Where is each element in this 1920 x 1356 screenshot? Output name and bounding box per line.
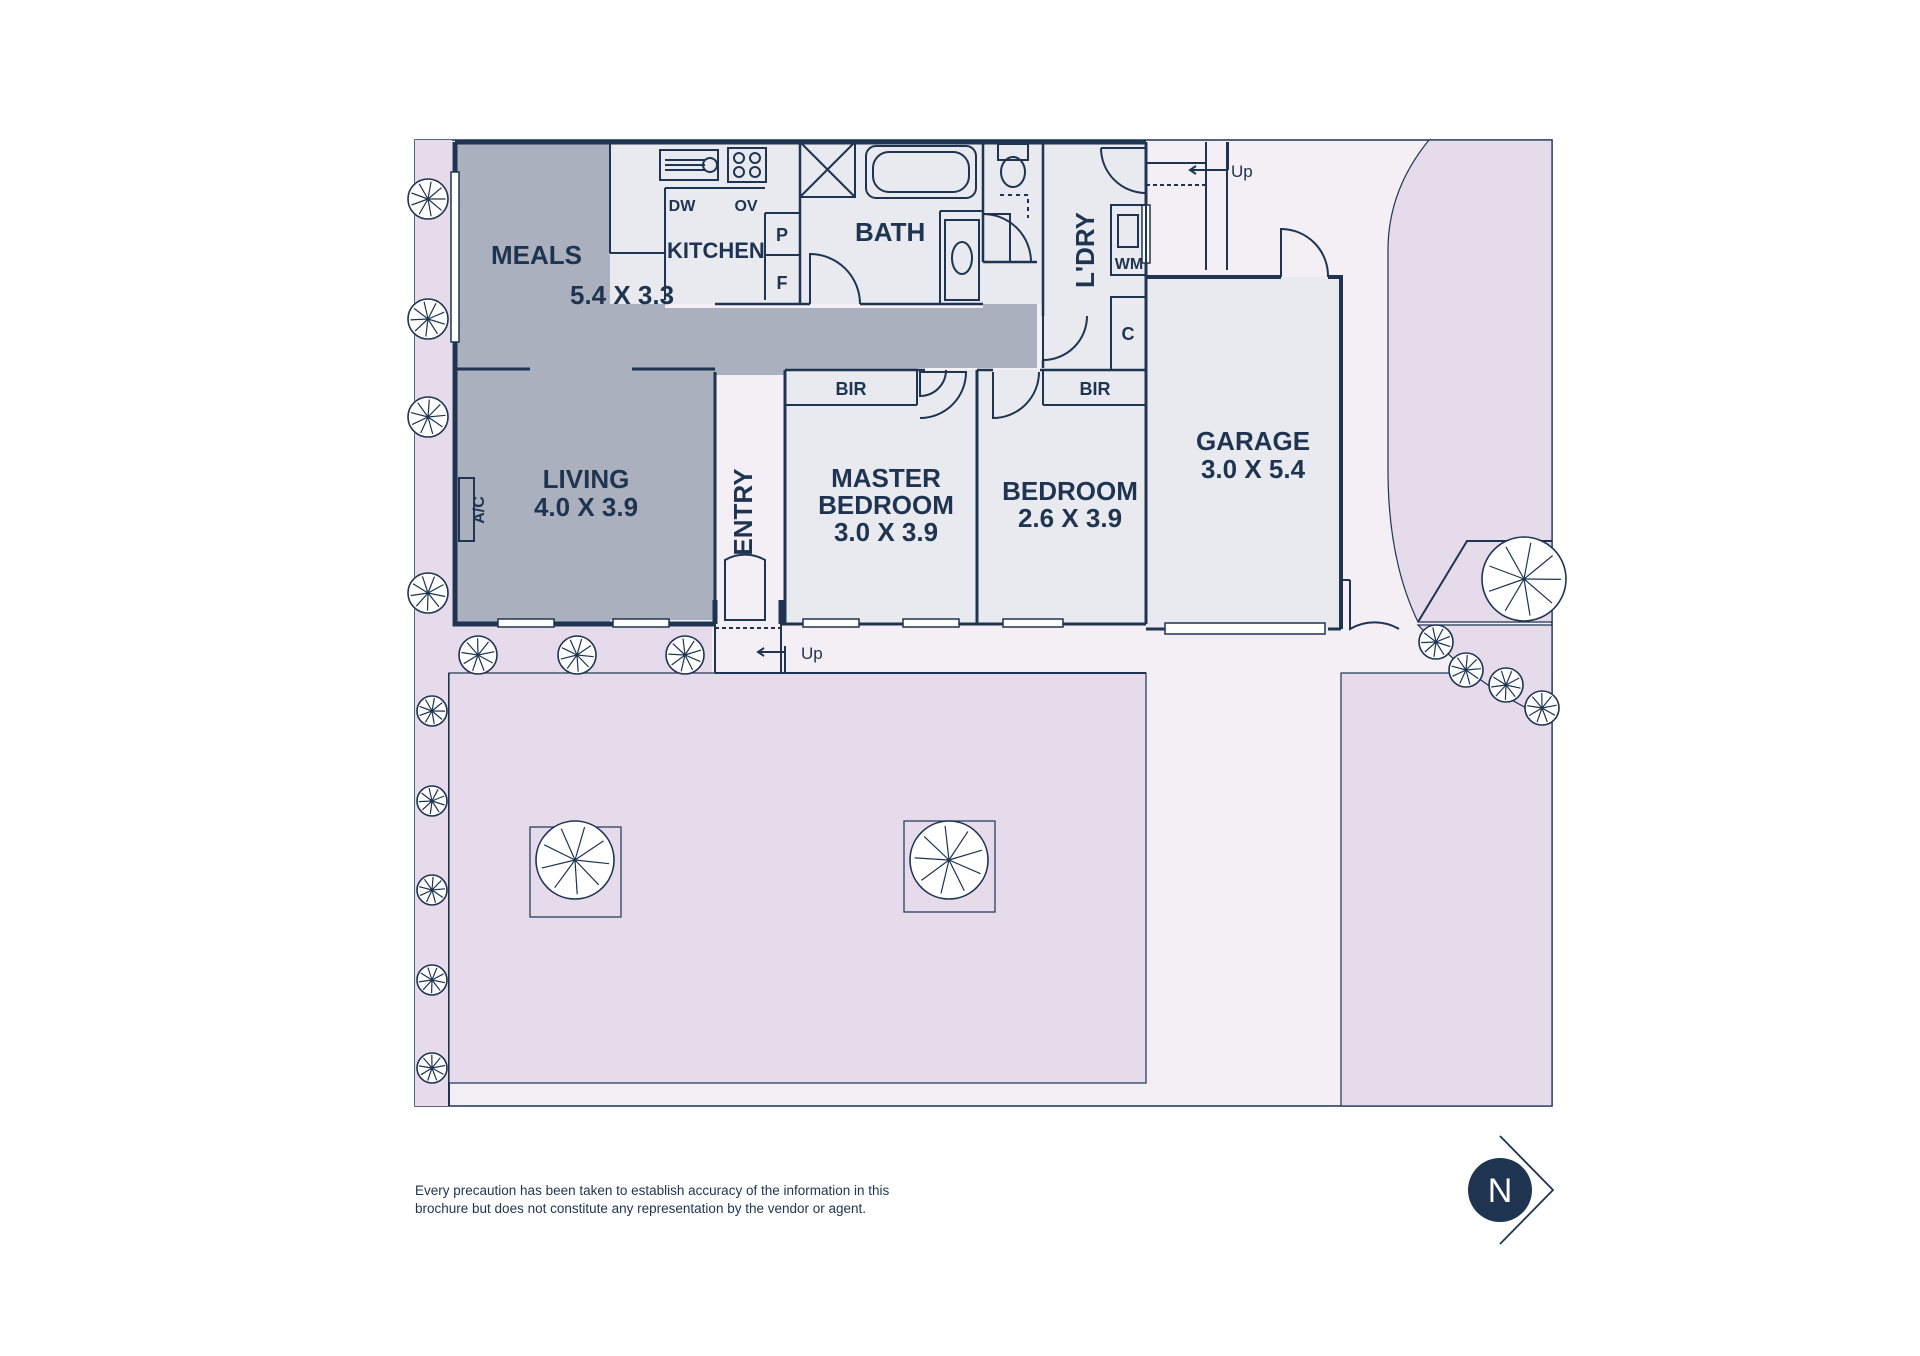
north-compass-icon: N [1468, 1135, 1555, 1245]
kitchen-fixtures [610, 147, 767, 300]
bath-label: BATH [855, 217, 925, 247]
tree-icon [407, 298, 449, 340]
cupboard-label: C [1122, 324, 1135, 344]
tree-icon [458, 635, 498, 675]
master-bedroom-label-line2: BEDROOM [818, 490, 954, 520]
front-steps: Up [715, 627, 823, 673]
front-steps-up-label: Up [801, 644, 823, 663]
disclaimer-line-1: Every precaution has been taken to estab… [415, 1183, 890, 1198]
rear-steps-up-label: Up [1231, 162, 1253, 181]
tree-icon [535, 820, 615, 900]
tree-icon [416, 785, 448, 817]
pantry-label: P [776, 225, 788, 245]
tree-icon [1524, 690, 1560, 726]
tree-icon [1488, 667, 1524, 703]
tree-icon [1481, 536, 1567, 622]
tree-icon [407, 396, 449, 438]
bedroom-bir-label: BIR [1080, 379, 1111, 399]
ac-unit [458, 477, 475, 542]
oven-label: OV [734, 198, 757, 215]
tree-icon [1418, 624, 1454, 660]
tree-icon [407, 572, 449, 614]
tree-icon [416, 695, 448, 727]
master-bedroom-label-line1: MASTER [831, 463, 941, 493]
rear-steps: Up [1146, 142, 1253, 186]
living-size: 4.0 X 3.9 [534, 492, 638, 522]
kitchen-label: KITCHEN [667, 238, 765, 263]
room-fills [455, 142, 1341, 673]
master-bir-label: BIR [836, 379, 867, 399]
dishwasher-label: DW [669, 198, 697, 215]
bath-fixtures [799, 141, 1029, 301]
entry-label: ENTRY [728, 468, 758, 555]
doors [724, 147, 1400, 631]
tree-icon [416, 1052, 448, 1084]
trees-layer [407, 178, 1567, 1084]
tree-icon [909, 820, 989, 900]
meals-size: 5.4 X 3.3 [570, 280, 674, 310]
laundry-fixtures [1110, 204, 1147, 276]
bedroom-label: BEDROOM [1002, 476, 1138, 506]
north-label: N [1488, 1172, 1513, 1210]
fridge-label: F [777, 273, 788, 293]
disclaimer-line-2: brochure but does not constitute any rep… [415, 1201, 866, 1216]
washing-machine-label: WM [1115, 256, 1143, 273]
ac-label: A/C [471, 496, 488, 524]
living-label: LIVING [543, 464, 630, 494]
garage-size: 3.0 X 5.4 [1201, 454, 1306, 484]
master-bedroom-size: 3.0 X 3.9 [834, 517, 938, 547]
lawn-east [1340, 139, 1553, 1107]
tree-icon [1448, 652, 1484, 688]
laundry-label: L'DRY [1070, 212, 1100, 288]
tree-icon [557, 635, 597, 675]
bedroom-size: 2.6 X 3.9 [1018, 503, 1122, 533]
tree-icon [416, 964, 448, 996]
tree-icon [665, 635, 705, 675]
meals-label: MEALS [491, 240, 582, 270]
garage-label: GARAGE [1196, 426, 1310, 456]
tree-icon [407, 178, 449, 220]
tree-icon [416, 874, 448, 906]
